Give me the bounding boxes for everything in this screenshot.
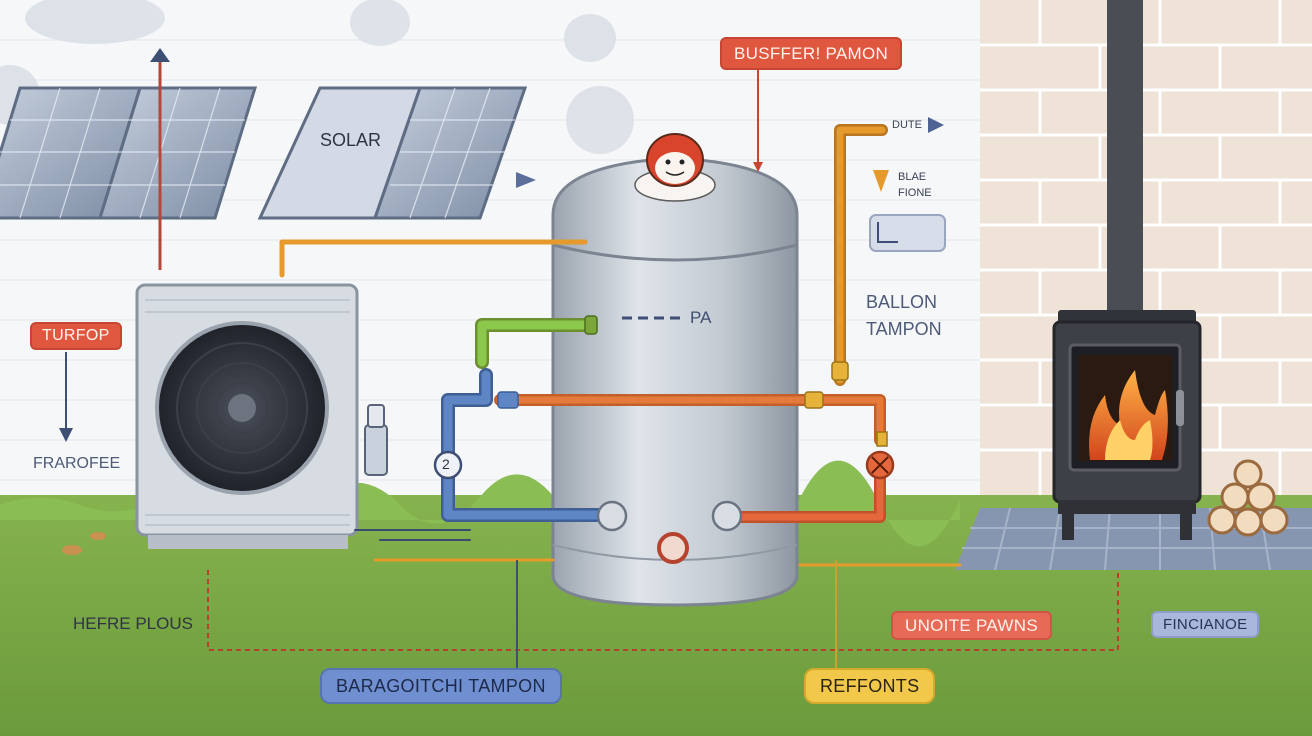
turfop-arrow-icon <box>59 428 73 442</box>
dute-label: DUTE <box>892 119 922 131</box>
down-arrow-icon <box>873 170 889 192</box>
pressure-gauge <box>433 450 463 480</box>
ballon-label: BALLON <box>866 292 938 312</box>
firewood-stack <box>1207 459 1289 537</box>
buffer-pump-label: BUSFFER! PAMON <box>720 37 903 70</box>
turfop-label: TURFOP <box>30 322 122 350</box>
buffer-pointer-arrow-icon <box>753 162 763 172</box>
dute-arrow-icon <box>928 117 944 133</box>
wood-stove <box>1052 310 1202 540</box>
gauge-number: 2 <box>442 456 450 472</box>
tampon-label: TAMPON <box>866 319 942 339</box>
info-box <box>869 214 946 252</box>
buffer-tank <box>551 156 799 607</box>
solar-panel-right <box>257 86 528 220</box>
fincianoe-label: FINCIANOE <box>1151 611 1260 638</box>
heat-pump-unit <box>135 283 359 549</box>
solar-panel-left <box>0 86 258 220</box>
pipe-fittings <box>433 315 895 532</box>
pipes <box>279 124 962 567</box>
side-note-line2: FIONE <box>898 187 932 199</box>
solar-label: SOLAR <box>320 130 382 150</box>
mascot-icon <box>634 133 716 202</box>
pump-valve <box>364 404 388 476</box>
pebbles <box>62 532 106 555</box>
tank-gauge <box>657 532 689 564</box>
dashed-connector <box>207 570 1119 651</box>
grass-edge <box>0 460 960 547</box>
baragoitchi-label: BARAGOITCHI TAMPON <box>320 668 562 704</box>
reffonts-label: REFFONTS <box>804 668 936 704</box>
chimney <box>1107 0 1143 310</box>
mast-arrow-icon <box>150 48 170 62</box>
solar-arrow-icon <box>516 172 536 188</box>
side-note-line1: BLAE <box>898 171 927 183</box>
return-arrow-icon <box>877 222 898 243</box>
frarofee-label: FRAROFEE <box>33 455 121 472</box>
unoite-pawns-label: UNOITE PAWNS <box>891 611 1052 640</box>
tank-pa-label: PA <box>690 308 712 327</box>
hefre-plous-label: HEFRE PLOUS <box>73 614 193 633</box>
